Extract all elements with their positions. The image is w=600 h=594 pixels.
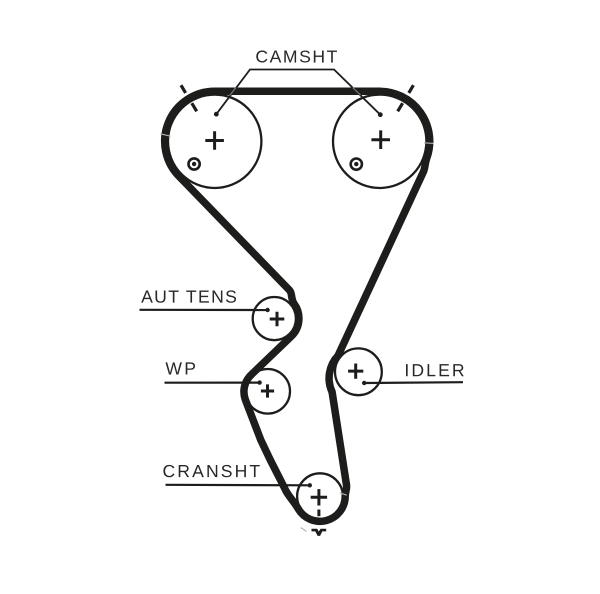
- svg-text:AUT TENS: AUT TENS: [141, 287, 238, 307]
- svg-text:WP: WP: [165, 359, 198, 379]
- svg-text:IDLER: IDLER: [404, 360, 466, 380]
- svg-text:CRANSHT: CRANSHT: [162, 461, 262, 481]
- svg-text:CAMSHT: CAMSHT: [255, 46, 339, 66]
